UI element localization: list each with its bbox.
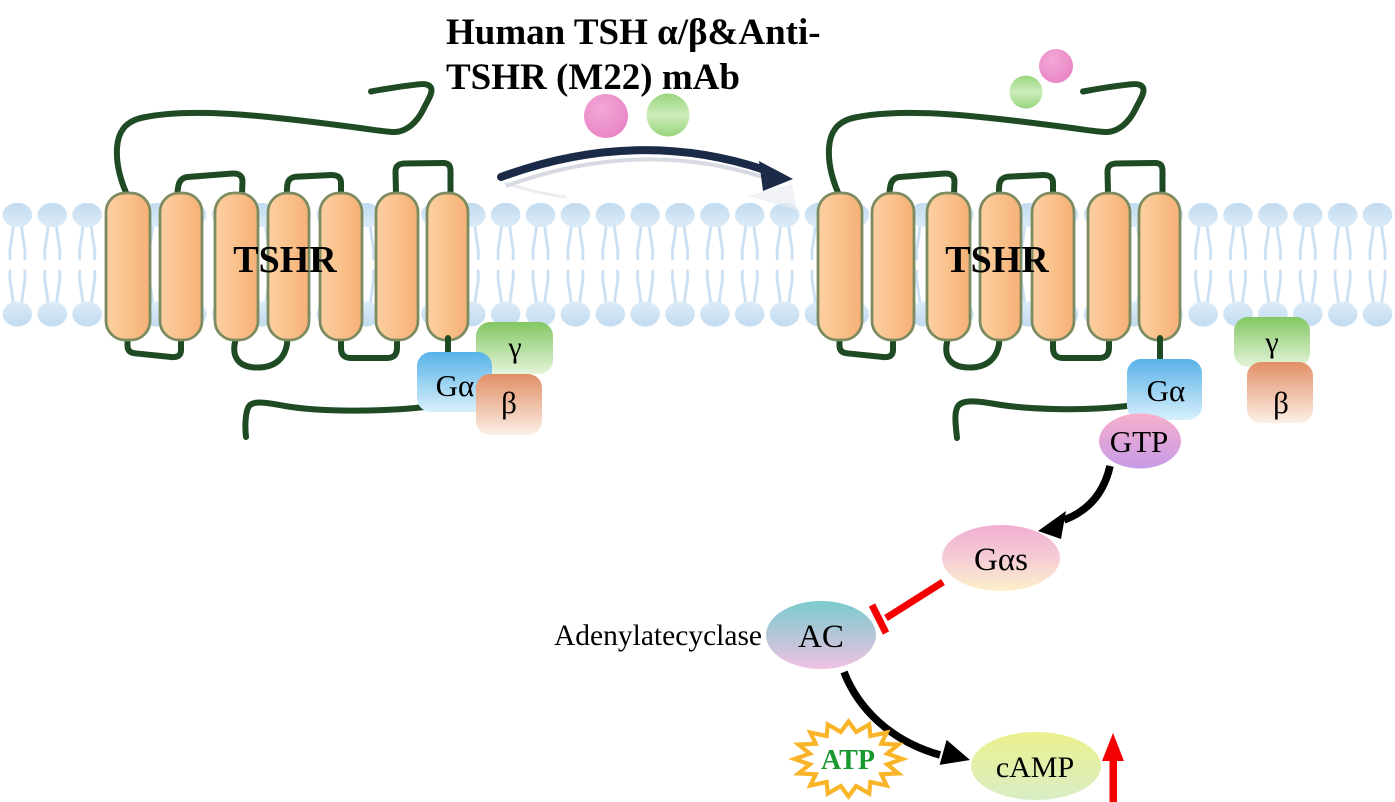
- svg-text:γ: γ: [1264, 326, 1278, 359]
- svg-text:AC: AC: [798, 619, 844, 655]
- svg-text:Gαs: Gαs: [974, 542, 1028, 578]
- svg-text:Gα: Gα: [436, 368, 475, 403]
- svg-text:γ: γ: [507, 331, 521, 364]
- svg-text:β: β: [501, 385, 517, 420]
- svg-text:TSHR (M22) mAb: TSHR (M22) mAb: [446, 57, 740, 98]
- svg-text:β: β: [1273, 385, 1289, 420]
- svg-text:Human TSH α/β&Anti-: Human TSH α/β&Anti-: [446, 12, 821, 53]
- svg-text:GTP: GTP: [1110, 424, 1169, 459]
- svg-text:ATP: ATP: [821, 745, 875, 776]
- svg-text:Gα: Gα: [1147, 373, 1186, 408]
- svg-text:cAMP: cAMP: [996, 751, 1074, 784]
- svg-text:Adenylatecyclase: Adenylatecyclase: [554, 620, 762, 652]
